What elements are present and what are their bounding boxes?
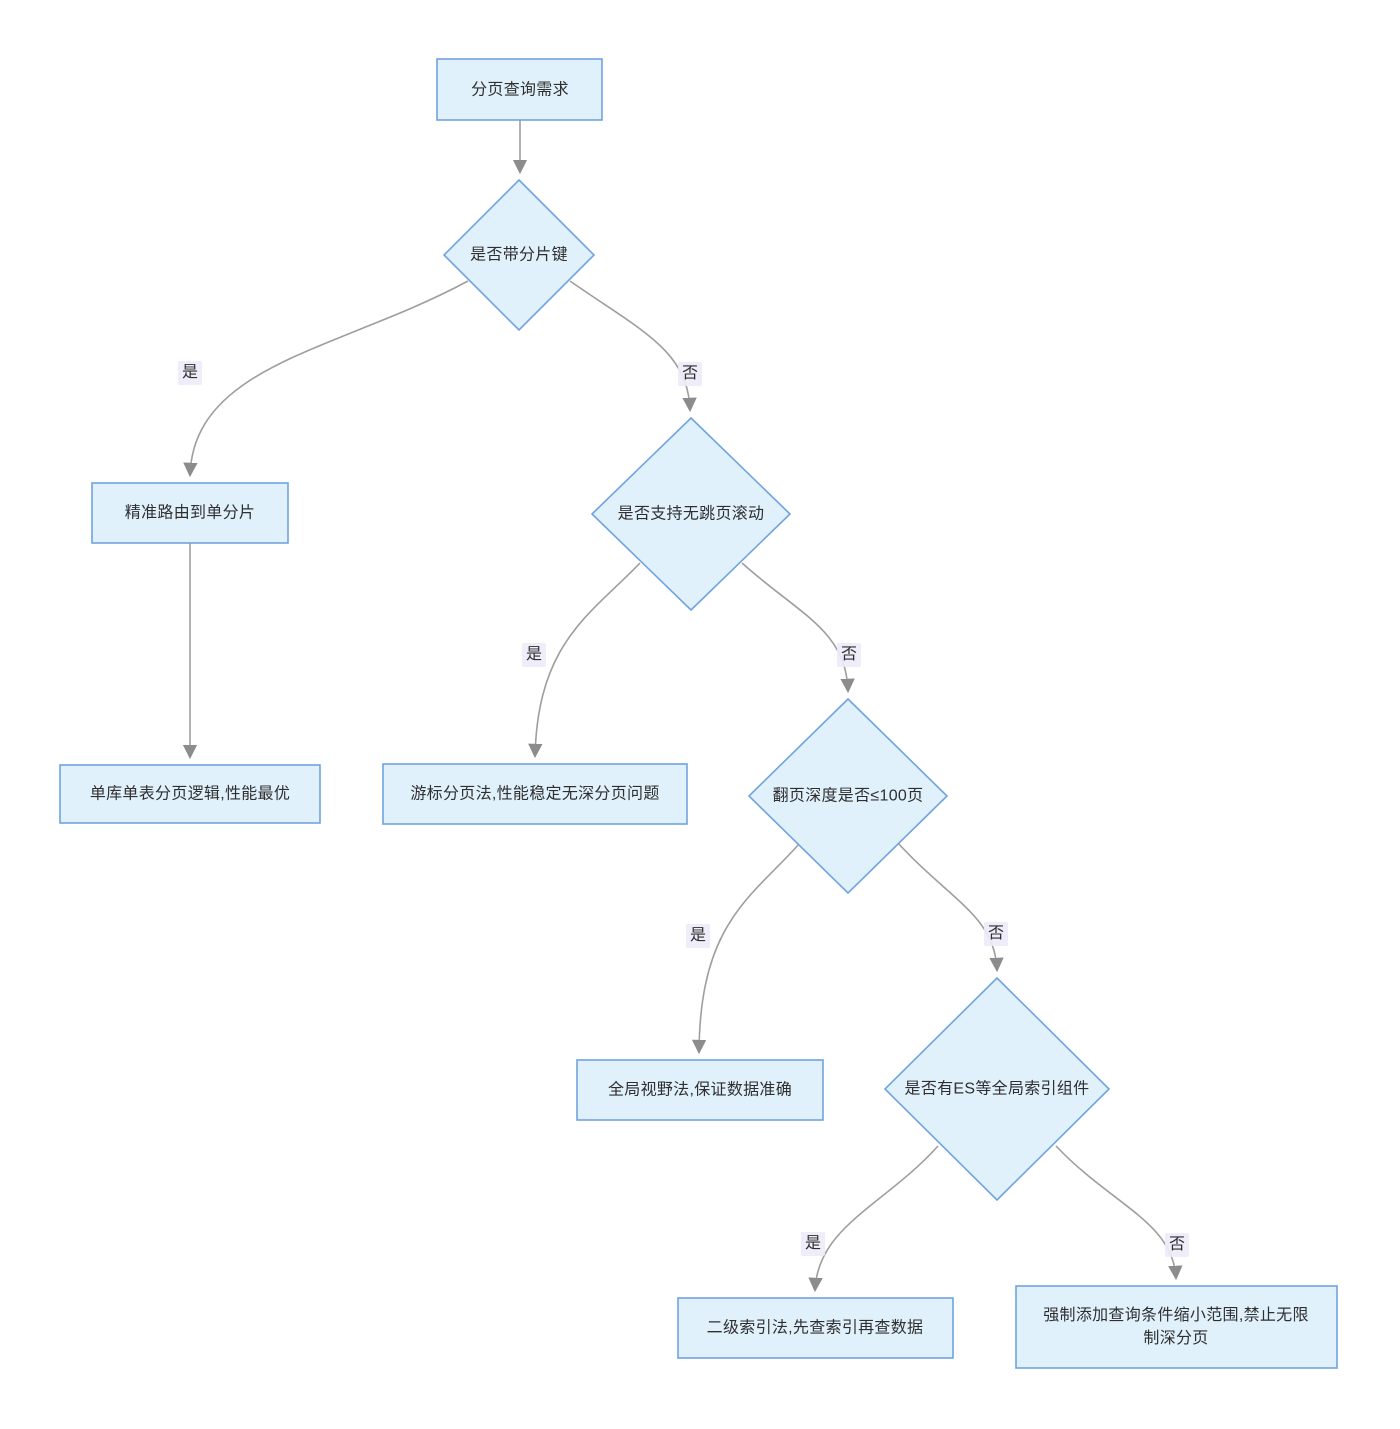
edge-d1-to-r2 [183, 280, 469, 478]
edge-d1-to-d2 [569, 280, 697, 413]
node-r3-shape [59, 764, 321, 824]
node-r2-label: 精准路由到单分片 [124, 504, 256, 522]
node-d2-shape [590, 416, 792, 612]
edge-label-d2-no: 否 [836, 643, 862, 667]
edge-d3-to-r5 [691, 842, 801, 1055]
edge-label-d1-yes: 是 [177, 361, 203, 385]
node-r4-shape [382, 763, 688, 825]
edge-label-d4-no: 否 [1164, 1233, 1190, 1257]
node-d4-shape [883, 976, 1111, 1202]
node-r2-shape [91, 482, 289, 544]
node-d1-shape [442, 178, 596, 332]
node-r4-label: 游标分页法,性能稳定无深分页问题 [410, 785, 660, 803]
edge-label-d3-no: 否 [983, 922, 1009, 946]
edge-label-d2-yes: 是 [521, 643, 547, 667]
node-d2-label: 是否支持无跳页滚动 [617, 505, 765, 523]
node-d4-label: 是否有ES等全局索引组件 [904, 1080, 1090, 1098]
edge-d4-to-r6 [808, 1145, 939, 1293]
node-r7-shape [1015, 1285, 1338, 1369]
node-d3-label: 翻页深度是否≤100页 [772, 787, 924, 805]
edge-d3-to-d4 [897, 842, 1004, 973]
node-shapes [59, 58, 1338, 1369]
node-r5-shape [576, 1059, 824, 1121]
node-r7-label: 强制添加查询条件缩小范围,禁止无限制深分页 [1043, 1307, 1309, 1347]
edge-d2-to-d3 [741, 562, 855, 694]
node-r5-label: 全局视野法,保证数据准确 [607, 1081, 793, 1099]
node-d3-shape [747, 697, 949, 895]
node-d1-label: 是否带分片键 [470, 246, 568, 264]
node-start-shape [436, 58, 603, 121]
edge-lines [182, 120, 1183, 1293]
edge-d4-to-r7 [1055, 1145, 1183, 1281]
edge-label-d3-yes: 是 [685, 924, 711, 948]
edge-label-d1-no: 否 [677, 362, 703, 386]
edge-d2-to-r4 [528, 562, 641, 759]
edge-label-d4-yes: 是 [800, 1232, 826, 1256]
node-start-label: 分页查询需求 [471, 81, 569, 99]
node-r6-label: 二级索引法,先查索引再查数据 [706, 1319, 924, 1337]
node-r6-shape [677, 1297, 954, 1359]
node-r3-label: 单库单表分页逻辑,性能最优 [89, 785, 291, 803]
